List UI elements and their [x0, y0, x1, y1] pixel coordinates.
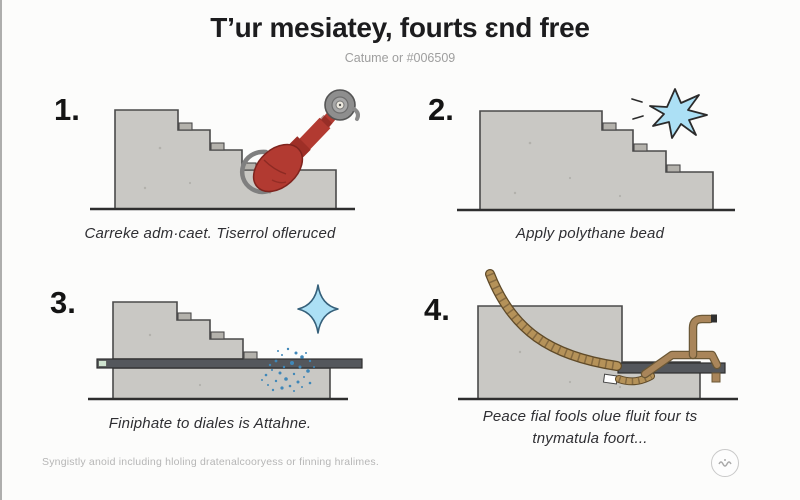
step-3-panel: 3. Finiphate to d	[40, 275, 380, 435]
sparkle-diamond-icon	[297, 284, 339, 334]
step-4-panel: 4. Peace fial fools olue fluit four ts t…	[420, 262, 760, 450]
spray-dots	[261, 347, 315, 392]
left-edge-line	[0, 0, 2, 500]
step-4-caption: Peace fial fools olue fluit four ts tnym…	[482, 408, 698, 447]
step-3-caption: Finiphate to diales is Attahne.	[108, 415, 312, 432]
dark-ledge	[617, 362, 726, 374]
step-4-number: 4.	[424, 292, 450, 327]
stairs-grinder-illustration	[90, 89, 360, 211]
red-grinder-icon	[240, 89, 360, 195]
pipe-stub	[711, 372, 721, 383]
page-title: T’ur mesiatey, fourts ɛnd free	[210, 12, 590, 43]
step-2-caption: Apply polythane bead	[515, 225, 665, 242]
page-subtitle: Catume or #006509	[344, 51, 456, 65]
stairs-sparkle-illustration	[457, 88, 735, 212]
footer-note: Syngistly anoid including hloling draten…	[42, 456, 379, 468]
pipe-end-cap	[711, 314, 717, 323]
slope-hose-pipes-illustration	[458, 269, 738, 401]
step-1-number: 1.	[54, 92, 80, 127]
pipe-assembly-icon	[640, 314, 722, 383]
step-2-number: 2.	[428, 92, 454, 127]
step-3-number: 3.	[50, 285, 76, 320]
sparkle-burst-icon	[631, 88, 708, 139]
step-2-panel: 2. Apply polythane bead	[420, 88, 760, 245]
stairs-board-spray-illustration	[88, 284, 363, 401]
header: T’ur mesiatey, fourts ɛnd free Catume or…	[0, 12, 800, 65]
step-1-caption: Carreke adm·caet. Tiserrol oﬂeruced	[84, 225, 336, 242]
board-end-cap	[98, 360, 107, 367]
watermark-circle-icon	[711, 449, 739, 477]
step-1-panel: 1. Carreke adm·caet. Tiserrol oﬂeruced	[40, 88, 380, 245]
dark-board	[96, 358, 363, 369]
segmented-hose-icon	[485, 269, 655, 386]
